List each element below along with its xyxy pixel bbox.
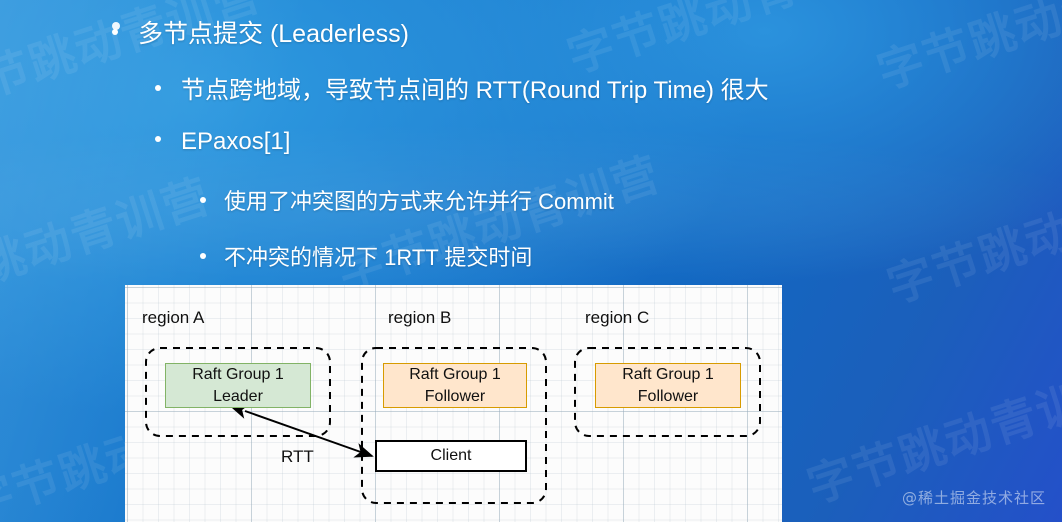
bullet-dot-icon (200, 253, 206, 259)
region-label: region A (142, 308, 205, 327)
bullet-item-level-3: 使用了冲突图的方式来允许并行 Commit (200, 184, 614, 216)
bullet-text: EPaxos[1] (181, 128, 291, 155)
rtt-arrow (228, 404, 374, 458)
node-follower: Raft Group 1 Follower (383, 363, 527, 408)
region-label: region B (388, 308, 452, 327)
bullet-item-level-2: 节点跨地域，导致节点间的 RTT(Round Trip Time) 很大 (155, 70, 769, 105)
bullet-dot-icon (200, 197, 206, 203)
bullet-text: 多节点提交 (Leaderless) (138, 20, 409, 48)
architecture-diagram: region A region B region C Raft Group 1 Lea… (125, 285, 782, 522)
rtt-label: RTT (281, 447, 314, 466)
region-boundary (361, 347, 547, 504)
diagram-vectors (145, 347, 761, 504)
node-title: Raft Group 1 (192, 365, 284, 383)
bullet-dot-icon (155, 85, 161, 91)
bullet-text: 不冲突的情况下 1RTT 提交时间 (224, 245, 533, 270)
bullet-dot-icon (155, 136, 161, 142)
node-role: Leader (213, 387, 263, 405)
bullet-item-level-1: 多节点提交 (Leaderless) (112, 14, 409, 50)
node-client: Client (375, 440, 527, 472)
node-leader: Raft Group 1 Leader (165, 363, 311, 408)
node-follower: Raft Group 1 Follower (595, 363, 741, 408)
node-title: Raft Group 1 (622, 365, 714, 383)
bullet-text: 使用了冲突图的方式来允许并行 Commit (224, 189, 614, 214)
corner-watermark: @稀土掘金技术社区 (901, 489, 1046, 507)
region-boundary (574, 347, 761, 437)
bullet-item-level-3: 不冲突的情况下 1RTT 提交时间 (200, 240, 532, 272)
bullet-item-level-2: EPaxos[1] (155, 128, 290, 156)
node-title: Client (430, 447, 472, 465)
bullet-text: 节点跨地域，导致节点间的 RTT(Round Trip Time) 很大 (181, 77, 769, 104)
region-label: region C (585, 308, 650, 327)
node-role: Follower (637, 387, 699, 405)
decorative-dot (112, 22, 120, 30)
bullet-dot-icon (112, 29, 118, 35)
node-role: Follower (424, 387, 486, 405)
node-title: Raft Group 1 (409, 365, 501, 383)
region-boundary (145, 347, 331, 437)
